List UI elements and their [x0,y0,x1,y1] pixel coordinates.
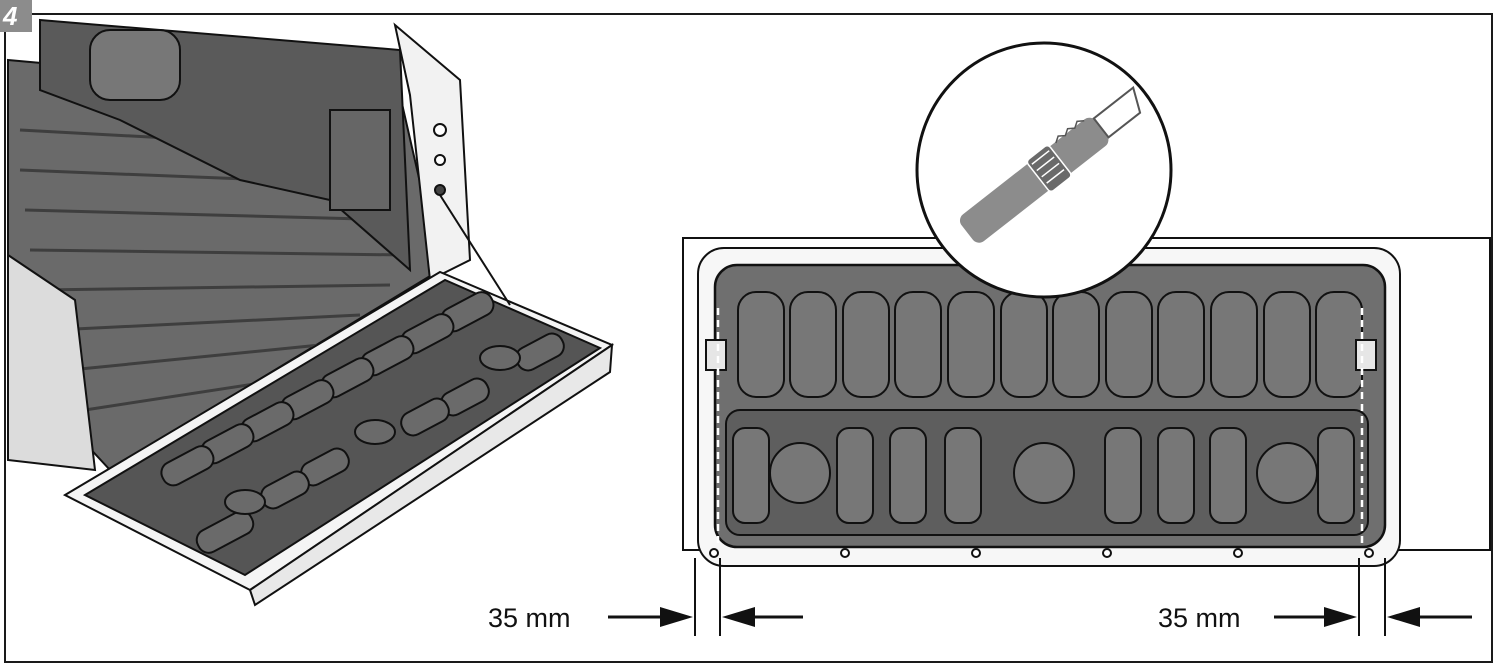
step-number-badge: 4 [0,0,32,32]
diagram-frame [4,13,1493,663]
utility-knife-icon [915,41,1173,299]
dimension-left: 35 mm [488,558,803,636]
dimension-right-label: 35 mm [1158,603,1241,633]
dimension-left-label: 35 mm [488,603,571,633]
dimension-right: 35 mm [1158,558,1472,636]
truck-bed-perspective [7,18,615,607]
